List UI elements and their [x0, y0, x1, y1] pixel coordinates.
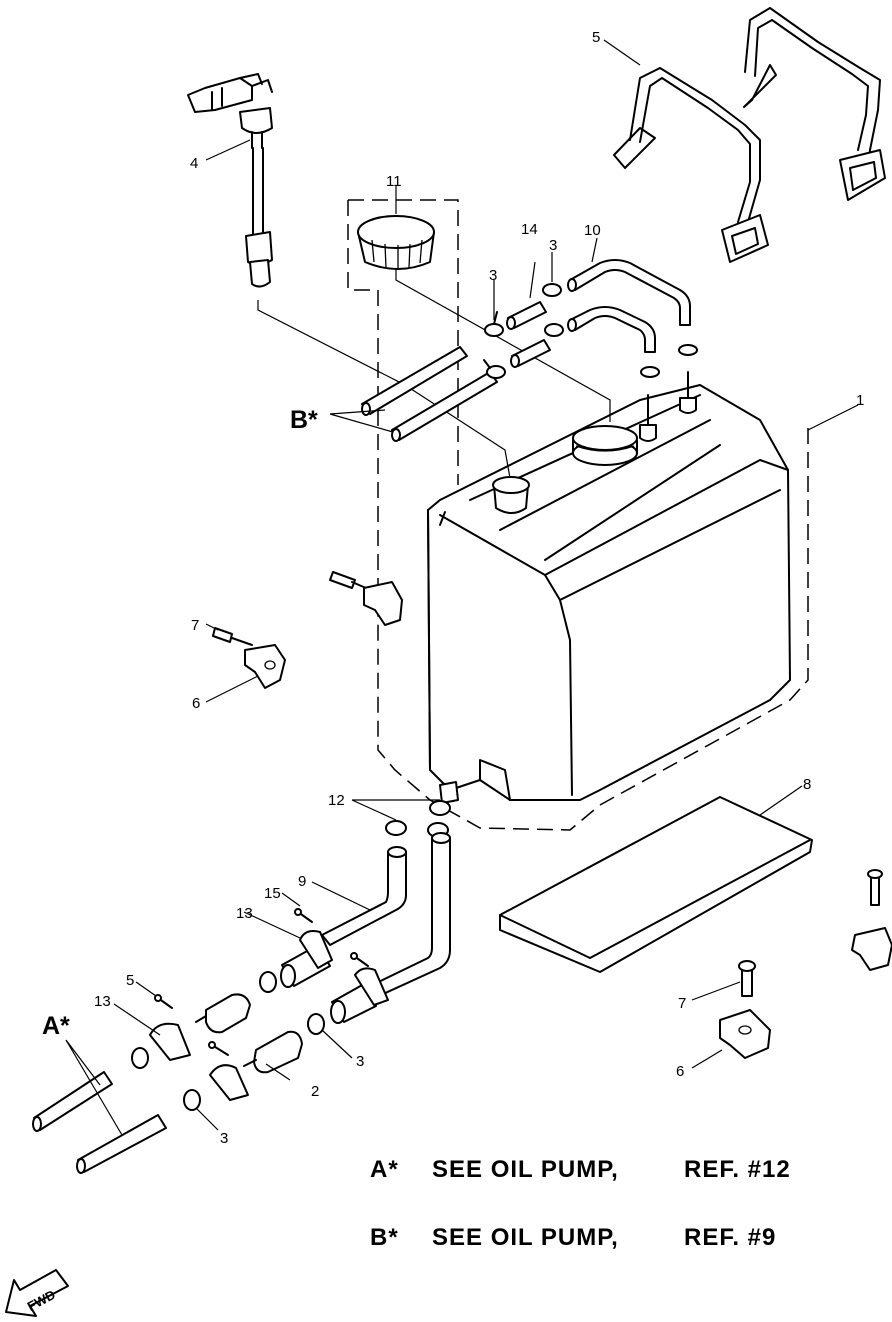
callout-5-screw: 5	[126, 972, 134, 989]
callout-13-lower: 13	[94, 993, 111, 1010]
bracket-far-right	[851, 927, 892, 971]
callout-2: 2	[311, 1083, 319, 1100]
callout-3-lower-left: 3	[220, 1130, 228, 1147]
vent-hose-lower	[567, 306, 656, 353]
note-b-ref: REF. #9	[684, 1224, 776, 1251]
callout-6-right: 6	[676, 1063, 684, 1080]
oil-hose-left	[321, 846, 407, 946]
clamp-lower-left	[385, 820, 407, 836]
bolt-far-right	[867, 869, 883, 906]
callout-3-upper-left: 3	[489, 267, 497, 284]
clamp-upper-4	[544, 323, 564, 337]
tank-pad	[499, 796, 813, 973]
tank-strap-rear	[743, 7, 886, 201]
note-b: B* SEE OIL PUMP, REF. #9	[370, 1224, 776, 1251]
hose-connector-lower	[510, 339, 551, 368]
washer-a	[678, 344, 698, 356]
note-b-text: SEE OIL PUMP,	[432, 1224, 619, 1251]
tank-vent-fitting-a	[639, 394, 657, 442]
callout-15: 15	[264, 885, 281, 902]
note-a-text: SEE OIL PUMP,	[432, 1156, 619, 1183]
hose-clamp-holder-upper	[299, 930, 333, 969]
oil-filter-lower	[243, 1030, 303, 1074]
fwd-arrow-icon: FWD	[5, 1269, 69, 1317]
callout-12: 12	[328, 792, 345, 809]
clamp-lower-c	[131, 1047, 149, 1069]
callout-9: 9	[298, 873, 306, 890]
ref-b-hose-upper	[361, 346, 468, 416]
bracket-left	[244, 644, 286, 689]
callout-7-left: 7	[191, 617, 199, 634]
hose-connector-upper	[506, 301, 547, 330]
tank-strap-front	[613, 67, 769, 263]
oil-filter-mid-right	[330, 983, 377, 1024]
tank-outlet-fitting	[439, 781, 459, 804]
tank-sensor-grommet	[492, 476, 530, 514]
callout-10: 10	[584, 222, 601, 239]
bolt-left	[212, 627, 253, 646]
screw-small-15	[294, 908, 313, 923]
clamp-upper-1	[484, 311, 504, 337]
callout-8: 8	[803, 776, 811, 793]
clamp-upper-2	[483, 359, 506, 379]
callout-3-lower-right: 3	[356, 1053, 364, 1070]
hose-clamp-holder-left	[149, 1022, 191, 1061]
ref-b-marker: B*	[290, 406, 318, 434]
level-sensor	[187, 73, 273, 288]
tank-vent-fitting-b	[679, 371, 697, 414]
callout-3-upper-right: 3	[549, 237, 557, 254]
ref-a-hose-lower	[76, 1114, 167, 1174]
callout-1: 1	[856, 392, 864, 409]
tank-filler-neck	[572, 425, 638, 466]
cap-guide-line	[395, 268, 611, 422]
hose-clamp-holder-right	[354, 967, 389, 1006]
screw-small-right	[350, 952, 369, 967]
note-a-key: A*	[370, 1156, 399, 1183]
clamp-lower-a	[259, 971, 277, 993]
callout-14: 14	[521, 221, 538, 238]
washer-b	[640, 366, 660, 378]
ref-a-marker: A*	[42, 1012, 70, 1040]
leader-lines	[113, 39, 859, 1131]
bolt-upper	[329, 571, 367, 589]
clamp-lower-right	[427, 800, 451, 838]
oil-filter-mid-left	[195, 993, 251, 1034]
screw-small-mid	[208, 1041, 229, 1056]
bracket-upper	[363, 581, 403, 626]
note-a-ref: REF. #12	[684, 1156, 791, 1183]
bolt-right	[738, 960, 756, 997]
callout-7-right: 7	[678, 995, 686, 1012]
clamp-lower-d	[183, 1089, 201, 1111]
ref-a-leader	[65, 1039, 123, 1136]
callout-5-strap: 5	[592, 29, 600, 46]
tank-cap	[357, 215, 435, 270]
note-a: A* SEE OIL PUMP, REF. #12	[370, 1156, 791, 1183]
clamp-lower-b	[307, 1013, 325, 1035]
note-b-key: B*	[370, 1224, 399, 1251]
ref-a-hose-upper	[32, 1071, 113, 1132]
bracket-right	[719, 1009, 771, 1059]
clamp-upper-3	[542, 283, 562, 297]
screw-small-5	[154, 994, 173, 1009]
callout-4: 4	[190, 155, 198, 172]
callout-6-left: 6	[192, 695, 200, 712]
hose-clamp-holder-lower	[209, 1064, 249, 1101]
ref-b-hose-lower	[391, 371, 498, 442]
ref-b-leader	[329, 409, 394, 433]
callout-11: 11	[386, 173, 402, 190]
callout-13-upper: 13	[236, 905, 253, 922]
vent-hose-upper	[567, 259, 691, 326]
